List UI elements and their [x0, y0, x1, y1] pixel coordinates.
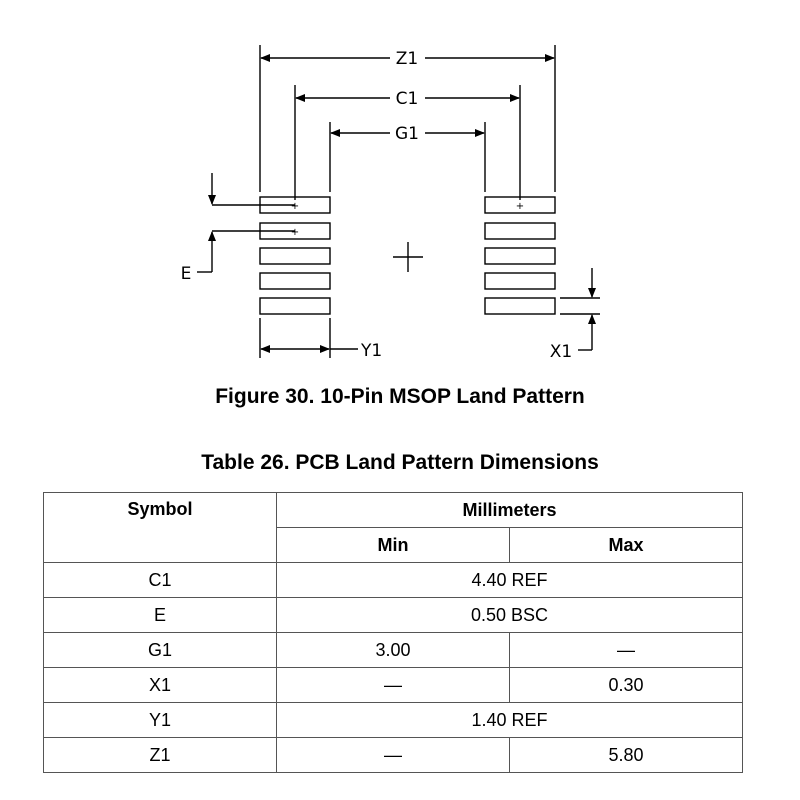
- symbol-cell: X1: [43, 667, 277, 703]
- pad-right-1-center-mark: +: [516, 201, 524, 212]
- pad-left-4: [259, 272, 331, 290]
- pad-right-4: [484, 272, 556, 290]
- y1-label: Y1: [360, 341, 382, 361]
- symbol-cell: Y1: [43, 702, 277, 738]
- g1-label: G1: [395, 124, 419, 144]
- land-pattern-diagram: Z1 C1 G1 E Y1 X1 + + +: [181, 45, 600, 362]
- value-span-cell: 0.50 BSC: [275, 597, 744, 633]
- table-row: C1 4.40 REF: [43, 562, 744, 598]
- value-span-cell: 1.40 REF: [275, 702, 744, 738]
- pad-left-1-center-mark: +: [291, 201, 299, 212]
- min-header: Min: [276, 527, 510, 563]
- symbol-header: Symbol: [43, 492, 277, 563]
- symbol-cell: E: [43, 597, 277, 633]
- land-pattern-dimensions-table: Symbol Millimeters Min Max C1 4.40 REF E…: [43, 492, 744, 773]
- symbol-cell: C1: [43, 562, 277, 598]
- x1-label: X1: [550, 342, 572, 362]
- max-cell: 5.80: [508, 737, 744, 773]
- table-row: Z1 — 5.80: [43, 737, 744, 773]
- e-label: E: [181, 264, 192, 284]
- table-row: E 0.50 BSC: [43, 597, 744, 633]
- min-cell: —: [276, 667, 510, 703]
- table-header-row: Symbol Millimeters: [43, 492, 744, 563]
- table-title: Table 26. PCB Land Pattern Dimensions: [201, 451, 599, 474]
- millimeters-header: Millimeters: [275, 492, 744, 528]
- max-header: Max: [508, 527, 744, 563]
- table-row: X1 — 0.30: [43, 667, 744, 703]
- pad-right-5: [484, 297, 556, 315]
- symbol-cell: Z1: [43, 737, 277, 773]
- figure-caption: Figure 30. 10-Pin MSOP Land Pattern: [215, 385, 585, 408]
- table-row: Y1 1.40 REF: [43, 702, 744, 738]
- c1-label: C1: [396, 89, 419, 109]
- max-cell: 0.30: [508, 667, 744, 703]
- pad-right-2: [484, 222, 556, 240]
- pad-left-2-center-mark: +: [291, 227, 299, 238]
- pad-left-3: [259, 247, 331, 265]
- pad-right-3: [484, 247, 556, 265]
- pad-right-1: [484, 196, 556, 214]
- min-cell: 3.00: [276, 632, 510, 668]
- value-span-cell: 4.40 REF: [275, 562, 744, 598]
- table-row: G1 3.00 —: [43, 632, 744, 668]
- pad-left-5: [259, 297, 331, 315]
- min-cell: —: [276, 737, 510, 773]
- symbol-cell: G1: [43, 632, 277, 668]
- z1-label: Z1: [396, 49, 418, 69]
- max-cell: —: [508, 632, 744, 668]
